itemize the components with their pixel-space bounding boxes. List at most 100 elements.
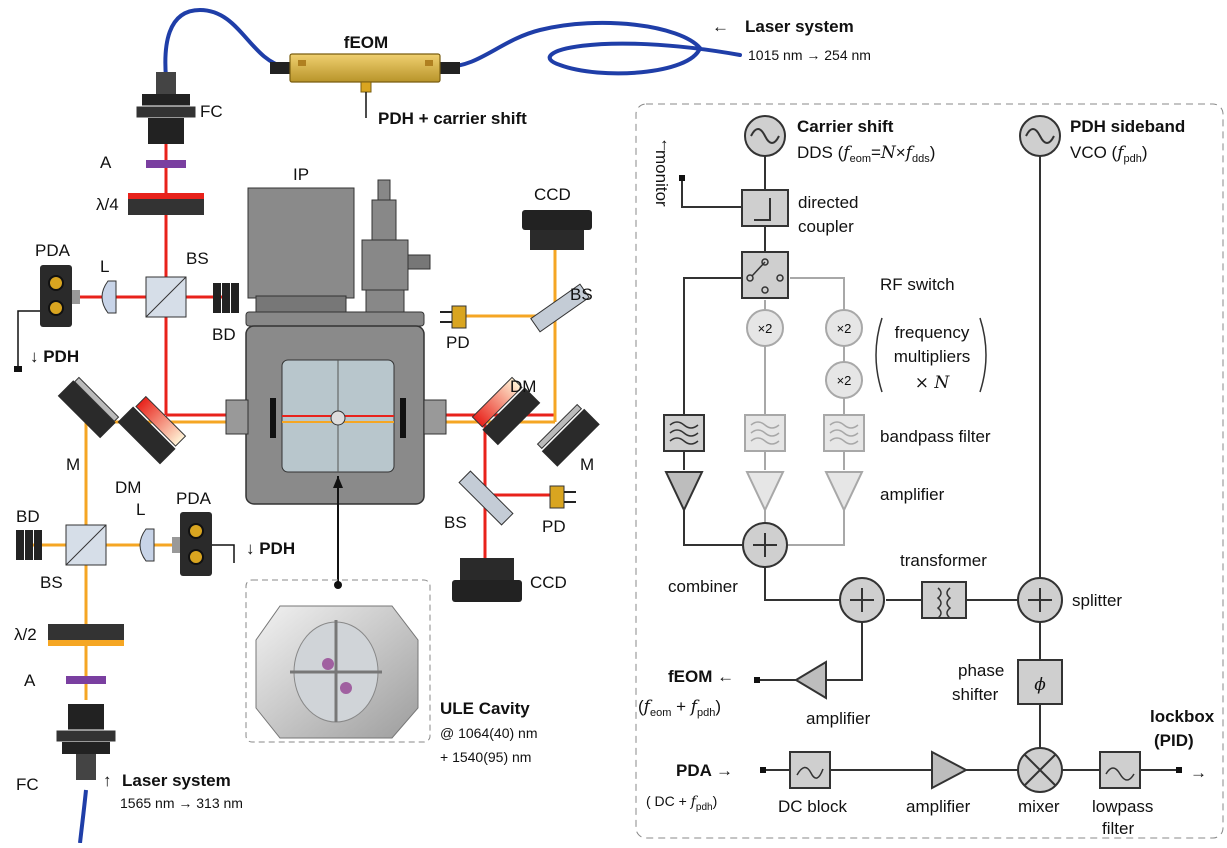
feom-label: fEOM	[344, 33, 388, 52]
bs-right-top-label: BS	[570, 285, 593, 304]
bs-right-bottom-label: BS	[444, 513, 467, 532]
fiber-bottom	[80, 790, 86, 843]
feom-out-label: fEOM ←	[668, 667, 734, 686]
splitter-node	[1018, 578, 1062, 622]
m-right-label: M	[580, 455, 594, 474]
combiner-node	[743, 523, 787, 567]
pd-top	[440, 306, 466, 328]
carrier-sub: DDS (feom=N×fdds)	[797, 143, 935, 165]
pd-bottom-label: PD	[542, 517, 566, 536]
combiner-label: combiner	[668, 577, 738, 596]
beam-dump-bottom	[16, 530, 42, 560]
laser-top-wavelength: 1015 nm → 254 nm	[748, 47, 871, 63]
laser-bottom-title: Laser system	[122, 771, 231, 790]
lens-bottom	[140, 529, 154, 561]
vco-oscillator	[1020, 116, 1060, 156]
fiber-coupler-top	[136, 72, 196, 144]
lockbox-arrow: →	[1190, 763, 1207, 782]
bandpass-label: bandpass filter	[880, 427, 991, 446]
fiber-coupler-bottom	[56, 704, 116, 780]
dichroic-left	[118, 395, 187, 464]
ccd-bottom	[452, 558, 522, 602]
pdh-sideband-title: PDH sideband	[1070, 117, 1185, 136]
freq-mult-2: multipliers	[894, 347, 971, 366]
quarter-wave-label: λ/4	[96, 195, 119, 214]
amplifier-top-label: amplifier	[880, 485, 945, 504]
lowpass-filter	[1100, 752, 1140, 788]
pda-top-plug	[14, 366, 22, 372]
dds-oscillator	[745, 116, 785, 156]
phase-label-2: shifter	[952, 685, 999, 704]
ule-title: ULE Cavity	[440, 699, 530, 718]
lowpass-label-2: filter	[1102, 819, 1134, 838]
transformer-label: transformer	[900, 551, 987, 570]
fc-bottom-label: FC	[16, 775, 39, 794]
bs-bottom-label: BS	[40, 573, 63, 592]
multiplier-c: ×2	[826, 362, 862, 398]
pda-in-sub: ( DC + fpdh)	[646, 793, 717, 813]
lowpass-label-1: lowpass	[1092, 797, 1153, 816]
svg-text:×2: ×2	[758, 321, 773, 336]
dc-block	[790, 752, 830, 788]
pda-bottom-cable	[212, 545, 234, 563]
amplifier-mid-label: amplifier	[806, 709, 871, 728]
laser-top-arrow: ←	[712, 17, 729, 36]
bd-top-label: BD	[212, 325, 236, 344]
rf-panel-frame	[636, 104, 1223, 838]
rf-switch	[742, 252, 788, 298]
waveplate-half	[48, 624, 124, 646]
amplifier-mid	[796, 662, 826, 698]
svg-text:×2: ×2	[837, 321, 852, 336]
half-wave-label: λ/2	[14, 625, 37, 644]
vacuum-chamber	[226, 188, 446, 504]
multiplier-b: ×2	[826, 310, 862, 346]
dm-right-label: DM	[510, 377, 536, 396]
pda-bottom-label: PDA	[176, 489, 212, 508]
directed-coupler	[742, 190, 788, 226]
mirror-left	[58, 376, 120, 438]
rf-switch-label: RF switch	[880, 275, 955, 294]
freq-mult-1: frequency	[895, 323, 970, 342]
beam-dump-top	[213, 283, 239, 313]
valve	[362, 180, 430, 312]
summing-node	[840, 578, 884, 622]
pda-top-label: PDA	[35, 241, 71, 260]
dc-block-label: DC block	[778, 797, 847, 816]
ccd-top-label: CCD	[534, 185, 571, 204]
svg-text:ϕ: ϕ	[1034, 675, 1046, 695]
laser-bottom-arrow: ↑	[103, 771, 112, 790]
ule-cavity-image	[256, 606, 418, 738]
mixer-label: mixer	[1018, 797, 1060, 816]
ccd-bottom-label: CCD	[530, 573, 567, 592]
feom-out-sub: (feom + fpdh)	[638, 697, 721, 719]
directed-label-2: coupler	[798, 217, 854, 236]
pda-top	[40, 265, 80, 327]
pda-in-label: PDA →	[676, 761, 733, 780]
pd-bottom	[550, 486, 576, 508]
amplifier-bottom-label: amplifier	[906, 797, 971, 816]
splitter-label: splitter	[1072, 591, 1122, 610]
attenuator-bottom	[66, 676, 106, 684]
pdh-top-label: ↓ PDH	[30, 347, 79, 366]
bs-top-label: BS	[186, 249, 209, 268]
svg-text:×2: ×2	[837, 373, 852, 388]
laser-top-title: Laser system	[745, 17, 854, 36]
amplifiers-top	[666, 472, 862, 510]
fc-top-label: FC	[200, 102, 223, 121]
bandpass-filters	[664, 415, 864, 451]
pdh-sideband-sub: VCO (fpdh)	[1070, 143, 1148, 165]
monitor-label: monitor	[652, 150, 671, 207]
transformer	[922, 582, 966, 618]
a-bottom-label: A	[24, 671, 36, 690]
a-top-label: A	[100, 153, 112, 172]
beamsplitter-top	[146, 277, 186, 317]
waveplate-quarter	[128, 193, 204, 215]
directed-label-1: directed	[798, 193, 858, 212]
pd-top-label: PD	[446, 333, 470, 352]
m-left-label: M	[66, 455, 80, 474]
amplifier-bottom	[932, 752, 966, 788]
lockbox-label-2: (PID)	[1154, 731, 1194, 750]
bd-bottom-label: BD	[16, 507, 40, 526]
pdh-bottom-label: ↓ PDH	[246, 539, 295, 558]
